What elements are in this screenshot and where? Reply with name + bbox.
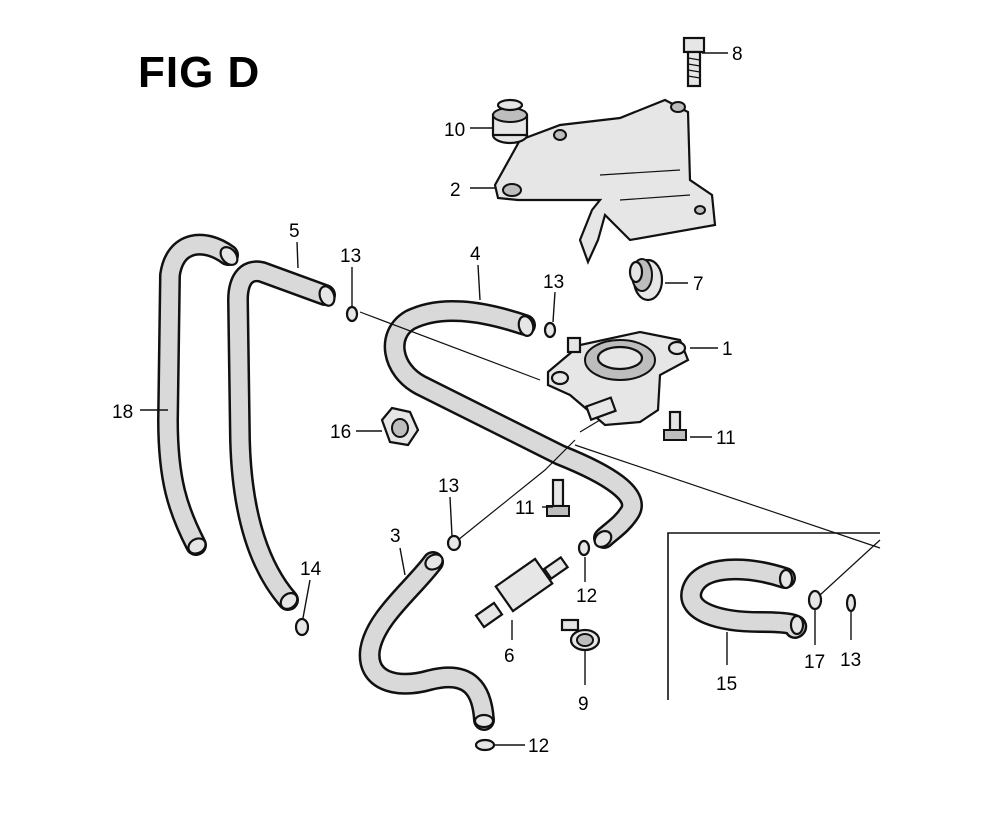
callout-3: 3 — [390, 526, 401, 547]
callout-4: 4 — [470, 244, 481, 265]
callout-2: 2 — [450, 180, 461, 201]
callout-13-b: 13 — [543, 272, 564, 293]
clip-13-d — [845, 593, 857, 613]
callout-8: 8 — [732, 44, 743, 65]
callout-16: 16 — [330, 422, 351, 443]
detail-inset-frame — [667, 532, 880, 700]
callout-11-upper: 11 — [716, 428, 736, 449]
callout-15: 15 — [716, 674, 737, 695]
clip-17 — [807, 589, 823, 611]
callout-12-upper: 12 — [576, 586, 597, 607]
callout-13-c: 13 — [438, 476, 459, 497]
clip-14 — [294, 617, 310, 637]
callout-numbers: 1 2 3 4 5 6 7 8 9 10 11 11 12 12 13 13 1… — [112, 44, 861, 757]
callout-7: 7 — [693, 274, 704, 295]
leader-lines — [140, 52, 852, 746]
callout-13-d: 13 — [840, 650, 861, 671]
callout-10: 10 — [444, 120, 465, 141]
callout-9: 9 — [578, 694, 589, 715]
part-11-bolt-upper — [663, 410, 687, 441]
part-1-pump — [546, 330, 690, 427]
part-6-filter — [474, 555, 570, 629]
figure-title: FIG D — [138, 48, 261, 97]
callout-18: 18 — [112, 402, 133, 423]
callout-13-a: 13 — [340, 246, 361, 267]
callout-5: 5 — [289, 221, 300, 242]
part-3-hose — [358, 551, 495, 731]
part-15-hose — [680, 558, 808, 639]
assembly-lines — [359, 311, 881, 596]
callout-6: 6 — [504, 646, 515, 667]
part-7-grommet — [628, 258, 664, 302]
callout-1: 1 — [722, 339, 733, 360]
callout-17: 17 — [804, 652, 825, 673]
part-9-clamp — [560, 618, 601, 652]
part-10-grommet — [491, 98, 529, 145]
part-16-clip — [380, 406, 420, 447]
clip-13-b — [543, 321, 557, 339]
clip-12-a — [577, 539, 591, 557]
part-8-bolt — [682, 36, 706, 88]
clip-13-a — [345, 305, 359, 323]
part-2-bracket — [493, 98, 717, 265]
part-11-bolt-lower — [546, 478, 570, 517]
part-18-hose — [157, 233, 239, 556]
callout-14: 14 — [300, 559, 322, 580]
clip-13-c — [446, 534, 462, 552]
clip-12-b — [474, 738, 496, 752]
callout-11-lower: 11 — [515, 498, 535, 519]
part-4-hose — [383, 299, 643, 549]
part-5-hose — [227, 260, 336, 611]
callout-12-lower: 12 — [528, 736, 549, 757]
